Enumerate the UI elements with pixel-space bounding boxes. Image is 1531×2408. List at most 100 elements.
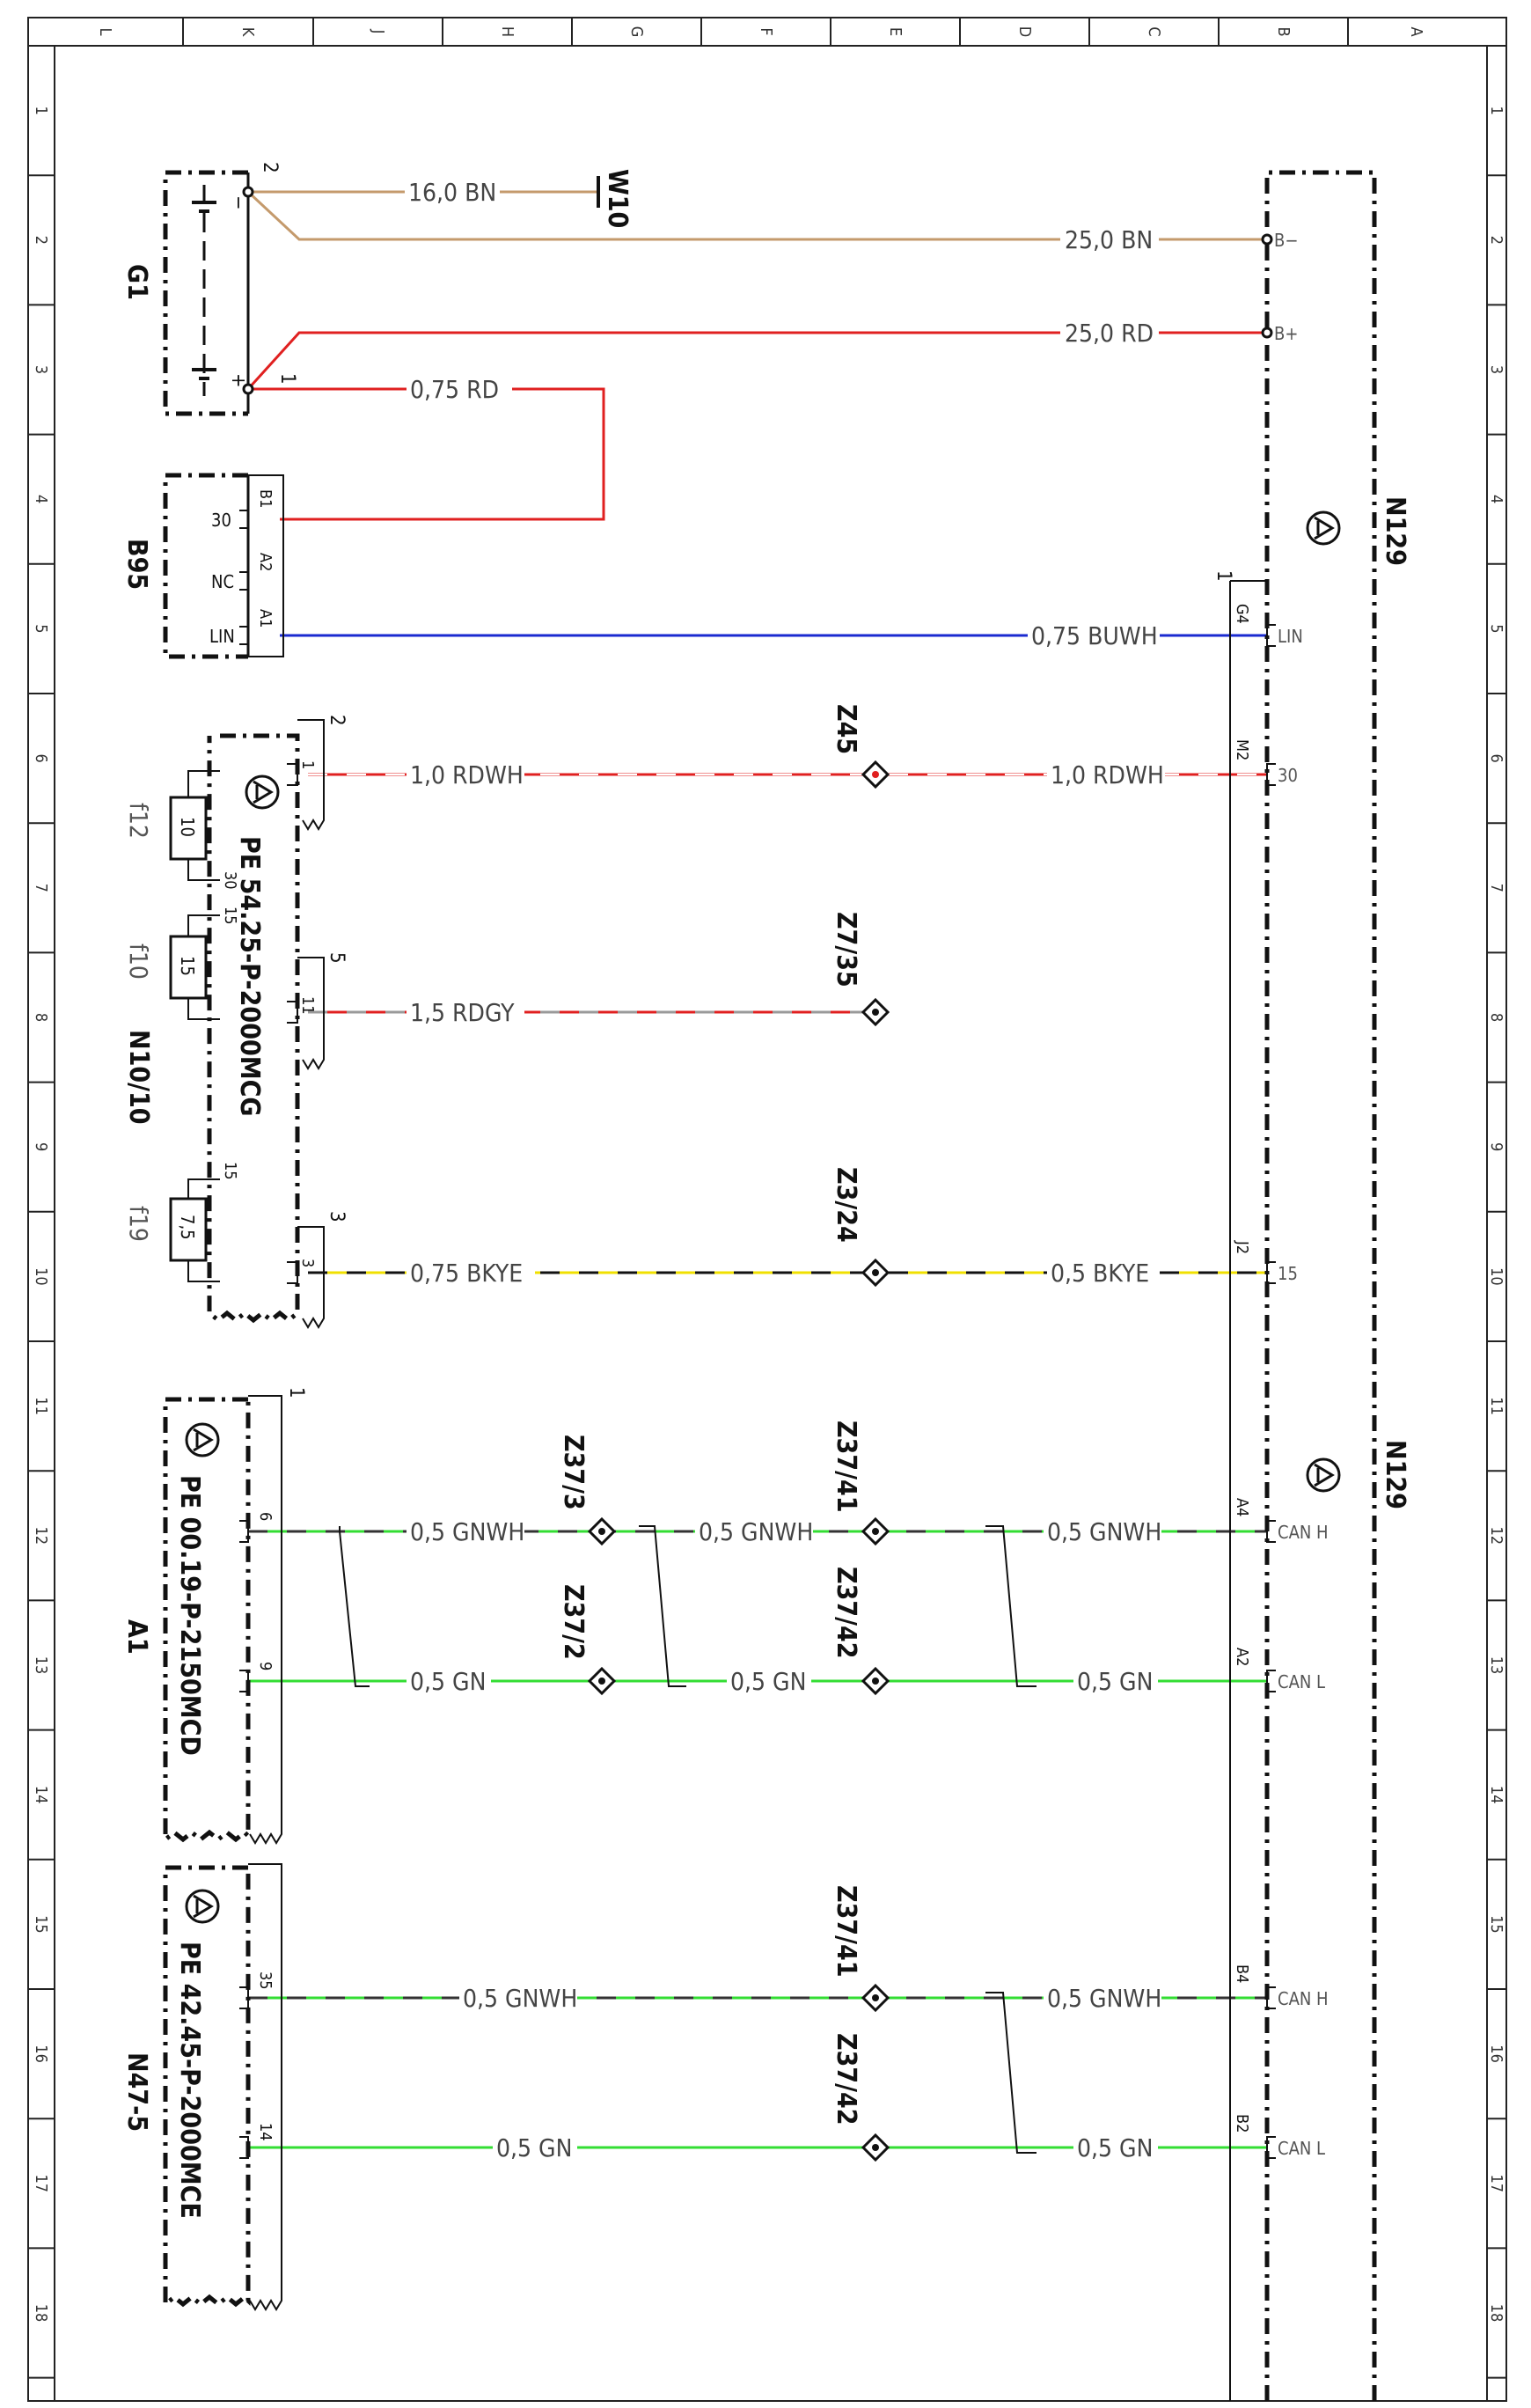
b95-component (163, 473, 284, 659)
row-label: 12 (1487, 1526, 1505, 1545)
n129-pin-id: B2 (1233, 2114, 1251, 2133)
wire-label: 0,5 GN (730, 1667, 806, 1696)
row-label: 8 (32, 1013, 50, 1022)
splice-label: Z7/35 (831, 912, 861, 987)
wire-label: 0,5 GNWH (463, 1984, 577, 2013)
row-label: 5 (1487, 624, 1505, 633)
wires (246, 190, 1267, 2149)
wire-label: 0,5 GN (1077, 2133, 1153, 2162)
row-label: 3 (32, 365, 50, 374)
row-label: 11 (1487, 1397, 1505, 1415)
n10-texts: N10/10 PE 54.25-P-2000MCG f12 f10 f19 10… (123, 715, 348, 1267)
n129-pin-id: G4 (1233, 604, 1251, 624)
wire-label: 0,5 GN (496, 2133, 572, 2162)
row-label: 16 (1487, 2045, 1505, 2063)
g1-texts: G1 2 1 − + (121, 162, 298, 388)
n10-pin: 3 (298, 1259, 317, 1267)
row-label: 6 (32, 753, 50, 762)
fuse-value: 15 (177, 956, 198, 976)
column-labels: L K J H G F E D C B A (96, 26, 1425, 38)
row-label: 2 (32, 236, 50, 245)
wire-label: 0,5 BKYE (1051, 1259, 1149, 1288)
col-label: B (1274, 26, 1293, 36)
col-label: E (886, 27, 905, 36)
wire-label: 1,0 RDWH (1051, 760, 1164, 789)
row-ruler (28, 45, 1506, 2379)
drawing-frame (27, 17, 1507, 2402)
twist-marks (339, 1525, 1037, 2154)
n129-label: N129 (1380, 1440, 1410, 1509)
fuse-name: f10 (124, 943, 153, 980)
a1-component (163, 1395, 282, 1845)
wire-25rd (246, 331, 1267, 391)
w10-label: W10 (602, 169, 633, 228)
n129-pin-label: LIN (1278, 626, 1303, 647)
fuse-name: f19 (124, 1206, 153, 1242)
row-label: 4 (1487, 495, 1505, 503)
row-label: 17 (1487, 2174, 1505, 2192)
col-label: A (1407, 26, 1425, 36)
row-label: 14 (32, 1786, 50, 1804)
col-label: L (96, 27, 114, 35)
n129-pin-label: B− (1274, 230, 1298, 251)
row-label: 11 (32, 1397, 50, 1415)
row-label: 9 (1487, 1142, 1505, 1151)
row-label: 1 (32, 106, 50, 114)
row-label: 5 (32, 624, 50, 633)
row-label: 9 (32, 1142, 50, 1151)
splice-points (587, 760, 890, 2162)
n10-pin: 11 (298, 996, 317, 1015)
splice-label: Z37/42 (831, 2033, 861, 2125)
g1-minus: − (227, 195, 249, 210)
wire-label: 25,0 RD (1065, 319, 1154, 348)
col-label: D (1015, 26, 1034, 37)
a1-ref: PE 00.19-P-2150MCD (174, 1475, 205, 1756)
row-label: 17 (32, 2174, 50, 2192)
n129-pin-label: CAN H (1278, 1522, 1329, 1543)
wire-label: 0,5 GNWH (410, 1517, 524, 1546)
row-label: 14 (1487, 1786, 1505, 1804)
n129-pin-label: 30 (1278, 765, 1298, 786)
n47-texts: N47-5 PE 42.45-P-2000MCE 35 14 (121, 1942, 275, 2219)
b95-pin-id: A1 (256, 609, 275, 628)
splice-label: Z37/41 (831, 1885, 861, 1978)
b95-pin: LIN (209, 626, 235, 647)
b95-pin-id: B1 (256, 489, 275, 508)
wire-label: 0,75 RD (410, 375, 499, 404)
n129-pin-label: CAN H (1278, 1988, 1329, 2009)
col-label: G (627, 26, 646, 38)
row-label: 18 (32, 2304, 50, 2323)
b95-label: B95 (121, 539, 152, 590)
n129-pin-label: CAN L (1278, 2138, 1325, 2159)
n129-pin-id: B4 (1233, 1964, 1251, 1983)
splice-label: Z37/42 (831, 1567, 861, 1659)
n129-pin-label: B+ (1274, 323, 1298, 344)
n129-pin-id: A4 (1233, 1498, 1251, 1516)
n129-texts: N129 N129 1 B− B+ LIN 30 15 CAN H CAN L … (1212, 230, 1410, 2159)
g1-pin-top: 2 (259, 162, 281, 173)
n47-ref: PE 42.45-P-2000MCE (174, 1942, 205, 2219)
splice-label: Z37/41 (831, 1421, 861, 1513)
row-label: 8 (1487, 1013, 1505, 1022)
n47-pin: 14 (256, 2123, 275, 2141)
wire-label: 1,5 RDGY (410, 998, 515, 1027)
splice-label: Z3/24 (831, 1167, 861, 1243)
row-label: 15 (1487, 1915, 1505, 1934)
row-label: 10 (1487, 1267, 1505, 1286)
g1-label: G1 (121, 264, 152, 300)
n129-component (1229, 170, 1377, 2401)
n10-fuse-pin: 15 (221, 907, 239, 925)
row-label: 7 (1487, 884, 1505, 892)
n129-pin-id: M2 (1233, 739, 1251, 760)
g1-plus: + (227, 373, 249, 388)
row-label: 18 (1487, 2304, 1505, 2323)
n10-fuse-pin: 15 (221, 1162, 239, 1180)
row-label: 7 (32, 884, 50, 892)
row-label: 3 (1487, 365, 1505, 374)
n47-label: N47-5 (121, 2052, 152, 2132)
n10-connector-num: 5 (326, 952, 348, 964)
col-label: J (369, 29, 387, 34)
w10-ground: W10 (597, 169, 633, 228)
